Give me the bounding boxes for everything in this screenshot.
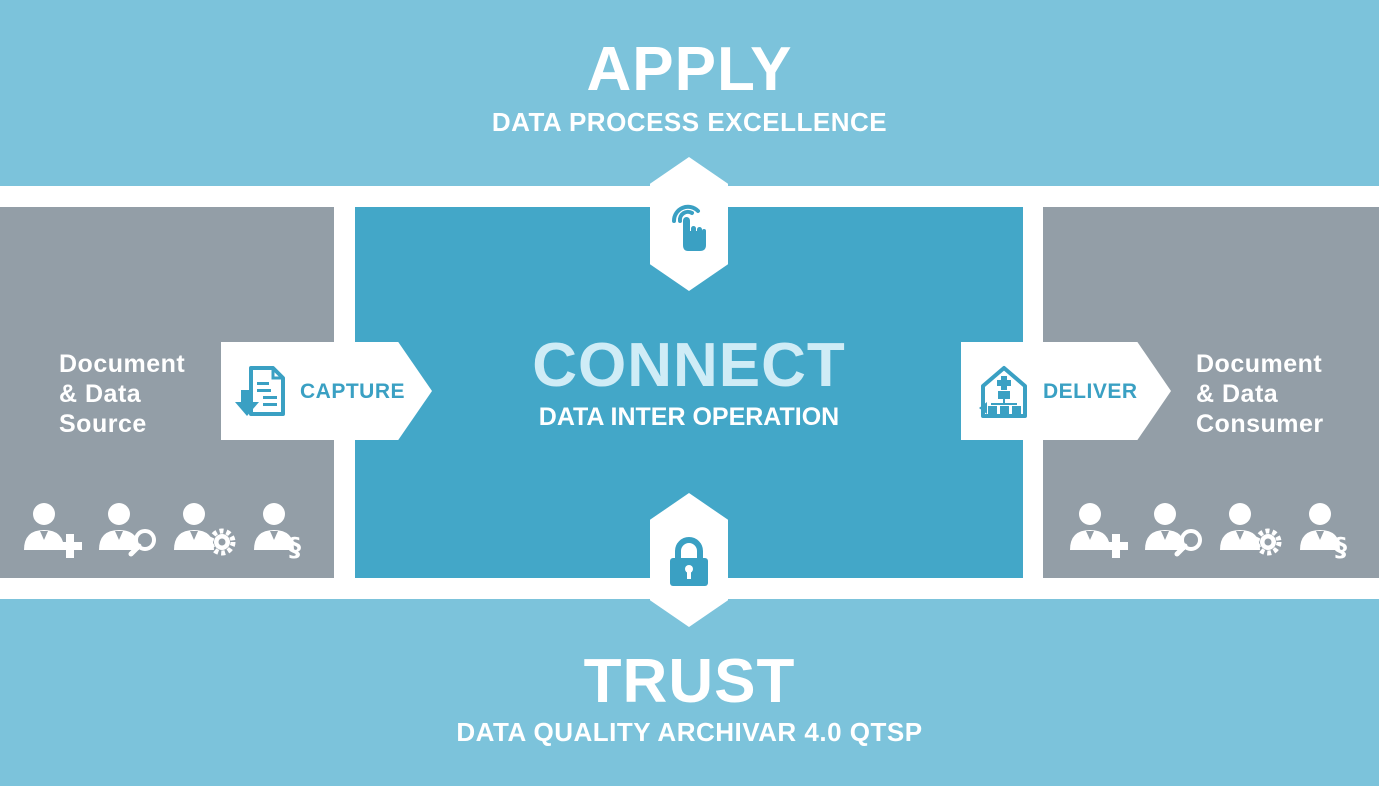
source-label-line: Document xyxy=(59,350,186,378)
document-download-icon xyxy=(235,366,285,416)
deliver-label: DELIVER xyxy=(1043,380,1138,403)
consumer-label-line: Consumer xyxy=(1196,410,1324,438)
source-label: Document & Data Source xyxy=(59,349,185,439)
user-plus-icon xyxy=(1070,503,1128,558)
source-user-icons: § xyxy=(22,500,322,560)
consumer-user-icons: § xyxy=(1068,500,1368,560)
apply-band xyxy=(0,0,1379,186)
connect-subtitle: DATA INTER OPERATION xyxy=(538,403,840,431)
consumer-label-line: Document xyxy=(1196,350,1323,378)
user-settings-icon xyxy=(174,503,236,556)
apply-hexagon xyxy=(650,157,728,291)
apply-subtitle: DATA PROCESS EXCELLENCE xyxy=(491,107,888,137)
user-legal-icon: § xyxy=(254,503,301,560)
house-hierarchy-icon xyxy=(979,366,1027,418)
trust-band xyxy=(0,599,1379,786)
svg-text:§: § xyxy=(288,533,301,560)
padlock-icon xyxy=(670,537,708,586)
trust-hexagon xyxy=(650,493,728,627)
trust-title: TRUST xyxy=(583,647,796,716)
svg-text:§: § xyxy=(1334,533,1347,560)
consumer-label-line: & Data xyxy=(1196,380,1279,408)
apply-title: APPLY xyxy=(586,35,793,104)
capture-label: CAPTURE xyxy=(300,380,406,403)
user-plus-icon xyxy=(24,503,82,558)
user-search-icon xyxy=(1145,503,1202,557)
touch-hand-icon xyxy=(671,204,706,251)
user-legal-icon: § xyxy=(1300,503,1347,560)
source-label-line: & Data xyxy=(59,380,142,408)
trust-subtitle: DATA QUALITY ARCHIVAR 4.0 QTSP xyxy=(456,717,923,747)
source-label-line: Source xyxy=(59,410,147,438)
consumer-label: Document & Data Consumer xyxy=(1196,349,1324,439)
connect-title: CONNECT xyxy=(532,331,846,400)
deliver-arrow: DELIVER xyxy=(961,342,1171,440)
capture-arrow: CAPTURE xyxy=(221,342,432,440)
user-settings-icon xyxy=(1220,503,1282,556)
user-search-icon xyxy=(99,503,156,557)
